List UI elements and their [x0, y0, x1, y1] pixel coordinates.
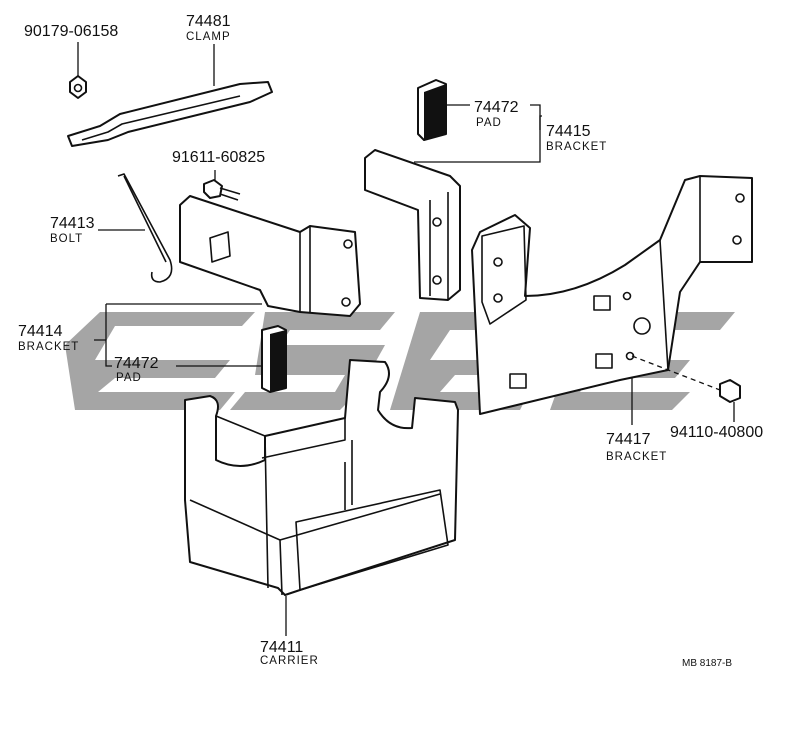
- label-94110-40800: 94110-40800: [670, 424, 763, 441]
- leader-lines: [94, 104, 542, 367]
- label-74472-lower: 74472 PAD: [114, 355, 159, 384]
- carrier-74411-part: [184, 359, 459, 636]
- label-74413-name: BOLT: [50, 233, 83, 245]
- bracket-74415-part: [364, 149, 461, 301]
- clamp-74481-part: [67, 44, 273, 147]
- label-90179-number: 90179-06158: [24, 23, 118, 40]
- pad-74472-upper-part: [417, 79, 447, 141]
- label-74415-name: BRACKET: [546, 141, 607, 153]
- label-74414-number: 74414: [18, 323, 63, 340]
- label-74411: 74411 CARRIER: [260, 639, 319, 667]
- label-74417: 74417 BRACKET: [606, 431, 667, 463]
- label-74415: 74415 BRACKET: [546, 123, 607, 153]
- label-74411-number: 74411: [260, 639, 303, 656]
- label-74481-number: 74481: [186, 13, 231, 30]
- label-94110-number: 94110-40800: [670, 424, 763, 441]
- label-74414: 74414 BRACKET: [18, 323, 79, 353]
- label-74472-lower-number: 74472: [114, 355, 159, 372]
- label-91611-60825: 91611-60825: [172, 149, 265, 166]
- label-74415-number: 74415: [546, 123, 591, 140]
- bolt-91611-part: [203, 170, 241, 201]
- label-74472-upper-number: 74472: [474, 99, 519, 116]
- label-74472-upper: 74472 PAD: [474, 99, 519, 129]
- label-74481-name: CLAMP: [186, 31, 231, 43]
- label-74414-name: BRACKET: [18, 341, 79, 353]
- bracket-74417-part: [471, 175, 753, 425]
- label-74413-number: 74413: [50, 215, 95, 232]
- nut-90179-part: [69, 42, 87, 99]
- bracket-74414-part: [179, 195, 361, 317]
- label-74472-lower-name: PAD: [116, 372, 142, 384]
- pad-74472-lower-part: [261, 325, 287, 393]
- label-74411-name: CARRIER: [260, 655, 319, 667]
- label-91611-number: 91611-60825: [172, 149, 265, 166]
- label-74417-name: BRACKET: [606, 451, 667, 463]
- hook-bolt-74413-part: [117, 173, 173, 283]
- label-90179-06158: 90179-06158: [24, 23, 118, 40]
- label-74417-number: 74417: [606, 431, 651, 448]
- label-74481: 74481 CLAMP: [186, 13, 231, 43]
- label-74472-upper-name: PAD: [476, 117, 502, 129]
- nut-94110-part: [631, 355, 741, 422]
- label-74413: 74413 BOLT: [50, 215, 95, 245]
- diagram-reference-code: MB 8187-B: [682, 658, 732, 669]
